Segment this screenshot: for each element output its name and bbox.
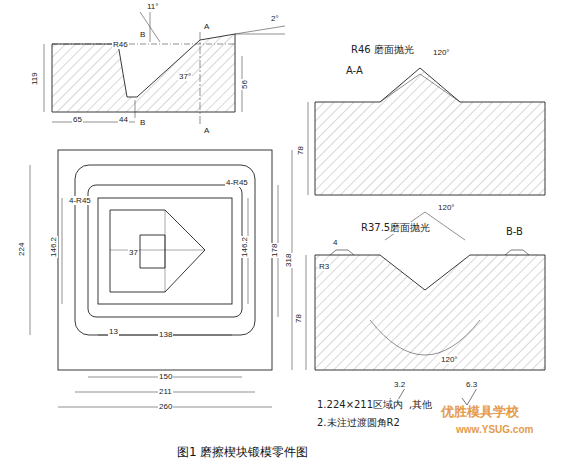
dimension: 150 [158, 372, 173, 381]
dimension: 65 [72, 115, 83, 124]
dimension: 56 [240, 79, 249, 90]
dimension: 146.2 [49, 236, 58, 258]
dimension: 44 [118, 115, 129, 124]
dimension: 119 [30, 71, 39, 86]
angle: 120° [440, 355, 459, 364]
dimension: 178 [270, 243, 279, 258]
dimension: 318 [284, 253, 293, 268]
dimension: 4 [332, 238, 338, 247]
dimension: 37 [128, 248, 139, 257]
section-mark: B [139, 118, 146, 127]
radius: 4-R45 [225, 178, 249, 187]
radius: R3 [318, 262, 330, 271]
dimension: 146.2 [240, 236, 249, 258]
dimension: 138 [158, 330, 173, 339]
angle: 11° [146, 2, 160, 11]
dimension: 260 [158, 402, 173, 411]
note: R37.5磨面抛光 [360, 222, 431, 234]
dimension: 78 [296, 145, 305, 156]
angle: 120° [437, 203, 456, 212]
section-mark: B [139, 30, 146, 39]
roughness: 6.3 [465, 380, 478, 389]
angle: 2° [270, 14, 280, 23]
roughness: 3.2 [393, 380, 406, 389]
angle: 37° [178, 72, 192, 81]
note: ,其他 [408, 399, 433, 411]
watermark: www.YSUG.com [455, 424, 534, 436]
watermark: 优胜模具学校 [440, 404, 520, 419]
dimension: 224 [17, 242, 26, 257]
dimension: 211 [158, 387, 173, 396]
angle: 120° [432, 48, 451, 57]
dimension: 78 [294, 313, 303, 324]
radius: 4-R45 [68, 196, 92, 205]
radius: R46 [112, 40, 129, 49]
section-mark: A [203, 126, 210, 135]
note: 2.未注过渡圆角R2 [316, 417, 401, 429]
section-title: B-B [505, 226, 524, 238]
section-mark: A [203, 22, 210, 31]
note: R46 磨面抛光 [350, 44, 415, 56]
note: 1.224×211区域内 [316, 399, 404, 411]
figure-caption: 图1 磨擦楔块锻模零件图 [176, 445, 309, 459]
section-title: A-A [345, 65, 364, 77]
dimension: 13 [108, 327, 119, 336]
